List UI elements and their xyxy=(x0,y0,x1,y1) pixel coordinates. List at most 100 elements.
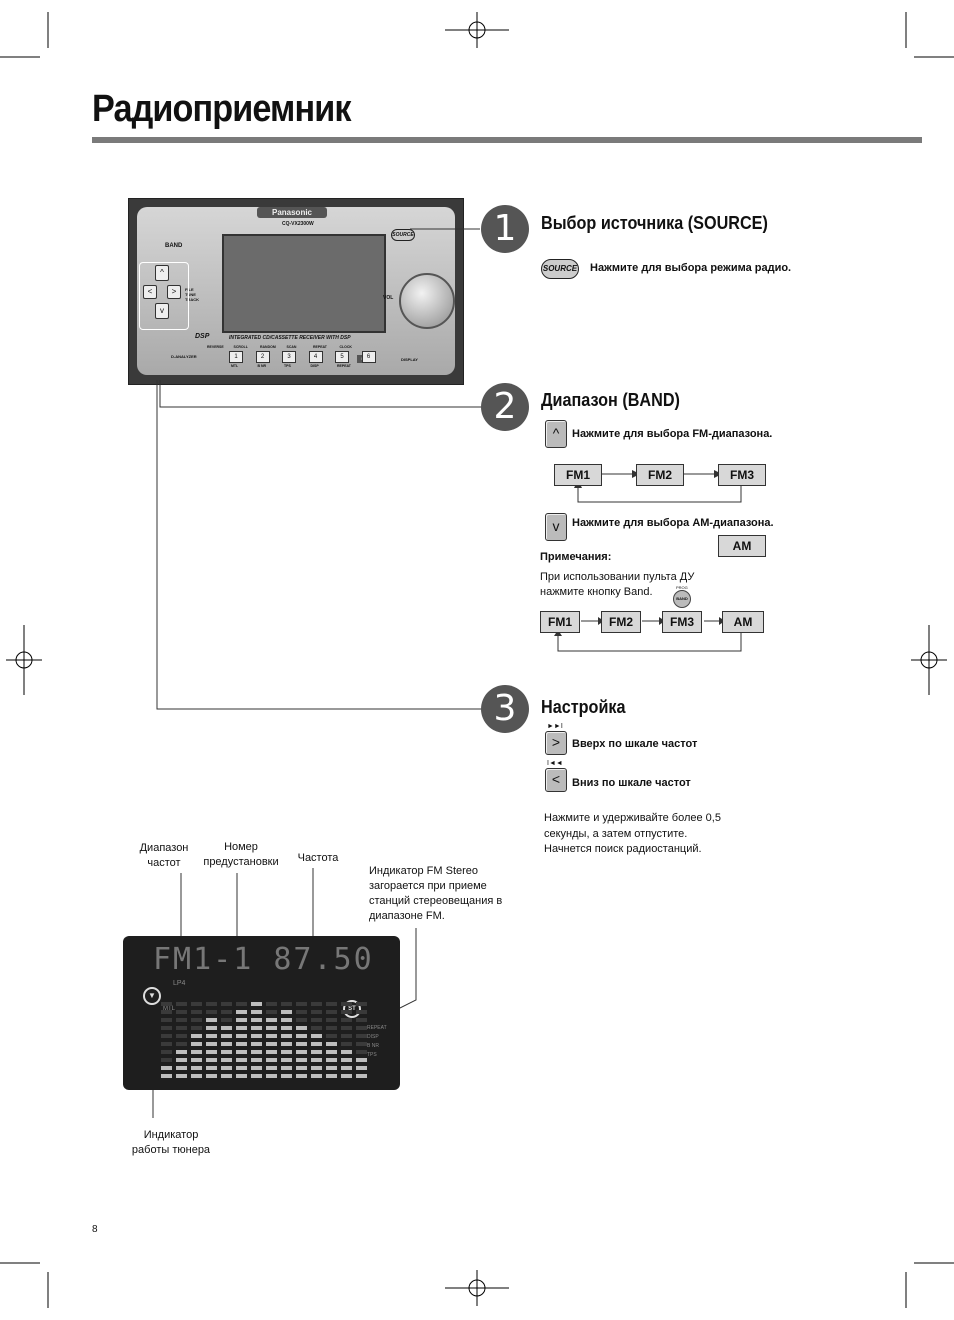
spectrum-segment xyxy=(356,1074,367,1078)
spectrum-segment xyxy=(236,1026,247,1030)
preset-button: 3 xyxy=(282,351,296,363)
spectrum-segment xyxy=(281,1018,292,1022)
spectrum-segment xyxy=(191,1058,202,1062)
spectrum-segment xyxy=(266,1034,277,1038)
callout-line: Индикатор xyxy=(143,1129,199,1141)
display-label: DISPLAY xyxy=(401,357,418,362)
spectrum-segment xyxy=(206,1058,217,1062)
dsp-label: DSP xyxy=(195,333,210,340)
spectrum-segment xyxy=(266,1058,277,1062)
callout-line: Индикатор FM Stereo xyxy=(369,865,479,877)
device-screen xyxy=(222,234,386,333)
spectrum-segment xyxy=(176,1058,187,1062)
spectrum-segment xyxy=(311,1026,322,1030)
spectrum-segment xyxy=(311,1058,322,1062)
spectrum-segment xyxy=(161,1074,172,1078)
spectrum-segment xyxy=(191,1026,202,1030)
spectrum-segment xyxy=(206,1034,217,1038)
spectrum-segment xyxy=(296,1066,307,1070)
preset-top-label: REPEAT xyxy=(313,345,327,349)
spectrum-segment xyxy=(251,1018,262,1022)
spectrum-segment xyxy=(311,1074,322,1078)
spectrum-segment xyxy=(176,1042,187,1046)
spectrum-segment xyxy=(281,1002,292,1006)
spectrum-segment xyxy=(311,1002,322,1006)
spectrum-segment xyxy=(176,1066,187,1070)
spectrum-segment xyxy=(161,1026,172,1030)
spectrum-segment xyxy=(236,1034,247,1038)
step-1-title: Выбор источника (SOURCE) xyxy=(541,213,768,233)
callout-line: диапазоне FM. xyxy=(369,910,445,922)
remote-band-button-icon: BAND xyxy=(673,590,691,608)
spectrum-segment xyxy=(266,1018,277,1022)
spectrum-segment xyxy=(161,1058,172,1062)
fm-cycle-box: FM3 xyxy=(718,464,766,486)
spectrum-segment xyxy=(206,1018,217,1022)
spectrum-segment xyxy=(161,1034,172,1038)
band-label: BAND xyxy=(165,243,183,249)
spectrum-segment xyxy=(206,1066,217,1070)
preset-button: 4 xyxy=(308,351,323,363)
notes-line: нажмите кнопку Band. xyxy=(540,586,653,598)
spectrum-segment xyxy=(266,1010,277,1014)
tune-note-line: Нажмите и удерживайте более 0,5 xyxy=(544,812,721,824)
tune-up-text: Вверх по шкале частот xyxy=(572,738,698,750)
spectrum-segment xyxy=(356,1018,367,1022)
spectrum-segment xyxy=(221,1034,232,1038)
spectrum-segment xyxy=(341,1010,352,1014)
tune-note-line: Начнется поиск радиостанций. xyxy=(544,843,702,855)
spectrum-segment xyxy=(206,1050,217,1054)
spectrum-segment xyxy=(206,1042,217,1046)
lcd-label: REPEAT xyxy=(367,1025,387,1031)
fm-cycle-box: FM1 xyxy=(554,464,602,486)
preset-bottom-label: B NR xyxy=(257,364,267,368)
spectrum-segment xyxy=(296,1002,307,1006)
title-rule xyxy=(92,137,922,143)
preset-button: 2 xyxy=(255,351,270,363)
seek-down-symbol: I◄◄ xyxy=(547,760,563,767)
spectrum-segment xyxy=(356,1026,367,1030)
preset-bottom-label: DISP xyxy=(310,364,319,368)
spectrum-segment xyxy=(251,1026,262,1030)
spectrum-segment xyxy=(296,1018,307,1022)
spectrum-segment xyxy=(191,1050,202,1054)
spectrum-segment xyxy=(296,1010,307,1014)
spectrum-segment xyxy=(251,1058,262,1062)
spectrum-segment xyxy=(161,1066,172,1070)
spectrum-segment xyxy=(161,1010,172,1014)
spectrum-segment xyxy=(206,1026,217,1030)
pad-up-icon: ^ xyxy=(155,265,169,281)
spectrum-segment xyxy=(281,1042,292,1046)
spectrum-segment xyxy=(176,1002,187,1006)
cross-pad-highlight xyxy=(139,262,189,330)
spectrum-segment xyxy=(356,1042,367,1046)
spectrum-segment xyxy=(221,1010,232,1014)
spectrum-segment xyxy=(266,1002,277,1006)
band-down-icon: v xyxy=(545,513,567,541)
spectrum-segment xyxy=(176,1074,187,1078)
spectrum-segment xyxy=(326,1018,337,1022)
spectrum-segment xyxy=(236,1010,247,1014)
spectrum-segment xyxy=(236,1074,247,1078)
am-box: AM xyxy=(718,535,766,557)
source-button-icon: SOURCE xyxy=(541,259,579,279)
preset-top-label: RANDOM xyxy=(260,345,276,349)
spectrum-segment xyxy=(281,1058,292,1062)
remote-cycle-box: AM xyxy=(722,611,764,633)
spectrum-segment xyxy=(311,1066,322,1070)
spectrum-segment xyxy=(266,1066,277,1070)
preset-top-label: CLOCK xyxy=(339,345,352,349)
spectrum-segment xyxy=(266,1026,277,1030)
head-unit-illustration: Panasonic CQ-VX2300W VOL SOURCE BAND FIL… xyxy=(128,198,464,385)
page-title: Радиоприемник xyxy=(92,88,351,130)
spectrum-segment xyxy=(236,1058,247,1062)
spectrum-segment xyxy=(296,1058,307,1062)
spectrum-segment xyxy=(221,1018,232,1022)
spectrum-segment xyxy=(221,1074,232,1078)
spectrum-segment xyxy=(281,1010,292,1014)
lcd-right-labels: REPEAT DISP B NR TPS xyxy=(367,1024,387,1060)
spectrum-segment xyxy=(266,1074,277,1078)
spectrum-segment xyxy=(296,1026,307,1030)
band-down-instruction: Нажмите для выбора AM-диапазона. xyxy=(572,517,774,529)
